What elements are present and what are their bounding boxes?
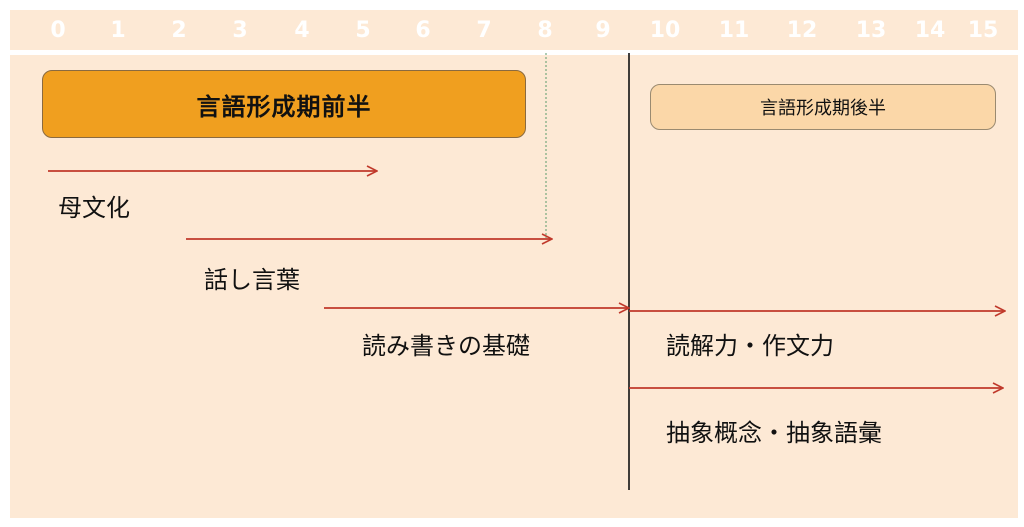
ruler-tick-8: 8 bbox=[537, 18, 553, 43]
phase-early-box: 言語形成期前半 bbox=[42, 70, 526, 138]
development-timeline-diagram: 0 1 2 3 4 5 6 7 8 9 10 11 12 13 14 15 言語… bbox=[10, 10, 1018, 518]
ruler-tick-0: 0 bbox=[50, 18, 66, 43]
ruler-tick-6: 6 bbox=[415, 18, 431, 43]
stage-label-reading-writing: 読解力・作文力 bbox=[666, 332, 834, 360]
ruler-tick-7: 7 bbox=[476, 18, 492, 43]
ruler-tick-5: 5 bbox=[355, 18, 371, 43]
phase-late-box: 言語形成期後半 bbox=[650, 84, 996, 130]
ruler-tick-13: 13 bbox=[855, 18, 887, 43]
ruler-tick-2: 2 bbox=[171, 18, 187, 43]
ruler-tick-10: 10 bbox=[649, 18, 681, 43]
ruler-tick-1: 1 bbox=[110, 18, 126, 43]
age-ruler: 0 1 2 3 4 5 6 7 8 9 10 11 12 13 14 15 bbox=[10, 10, 1018, 55]
ruler-tick-15: 15 bbox=[967, 18, 999, 43]
timeline-lines bbox=[48, 53, 1018, 490]
ruler-tick-14: 14 bbox=[914, 18, 946, 43]
stage-label-spoken-language: 話し言葉 bbox=[204, 266, 300, 294]
stage-label-mother-culture: 母文化 bbox=[58, 194, 130, 222]
stage-label-literacy-basics: 読み書きの基礎 bbox=[362, 332, 530, 360]
ruler-tick-9: 9 bbox=[595, 18, 611, 43]
stage-label-abstract-concepts: 抽象概念・抽象語彙 bbox=[666, 419, 882, 447]
ruler-tick-12: 12 bbox=[786, 18, 818, 43]
ruler-tick-4: 4 bbox=[294, 18, 310, 43]
ruler-tick-11: 11 bbox=[718, 18, 750, 43]
ruler-tick-3: 3 bbox=[232, 18, 248, 43]
